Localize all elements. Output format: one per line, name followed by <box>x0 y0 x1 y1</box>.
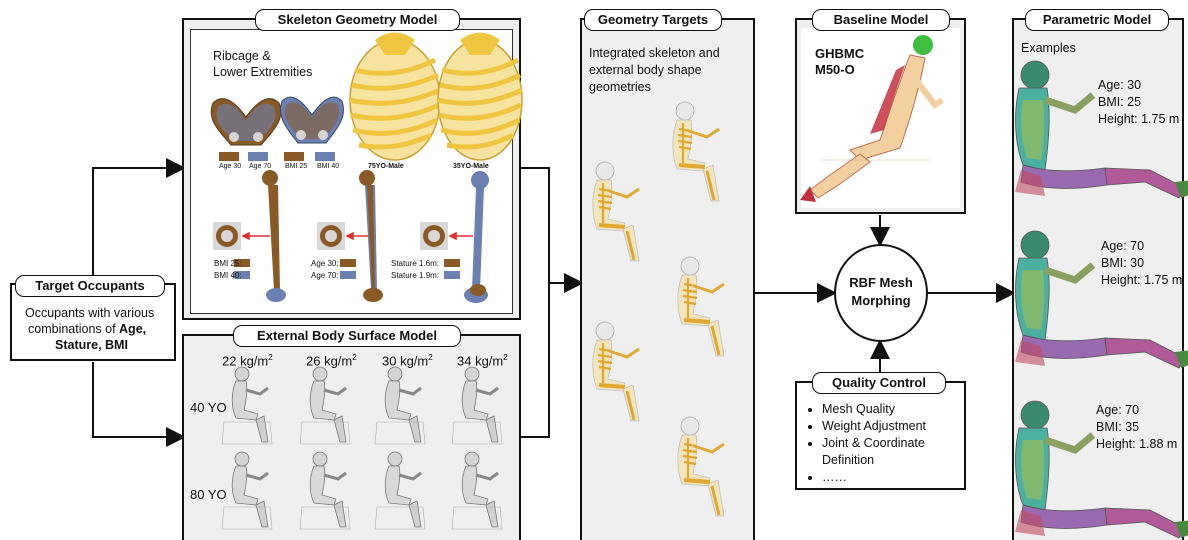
example2-height: Height: 1.75 m <box>1101 272 1182 288</box>
example2-age: Age: 70 <box>1101 238 1144 254</box>
example1-age: Age: 30 <box>1098 77 1141 93</box>
example3-age: Age: 70 <box>1096 402 1139 418</box>
example3-bmi: BMI: 35 <box>1096 419 1139 435</box>
example2-bmi: BMI: 30 <box>1101 255 1144 271</box>
example1-height: Height: 1.75 m <box>1098 111 1179 127</box>
example1-bmi: BMI: 25 <box>1098 94 1141 110</box>
example3-height: Height: 1.88 m <box>1096 436 1177 452</box>
